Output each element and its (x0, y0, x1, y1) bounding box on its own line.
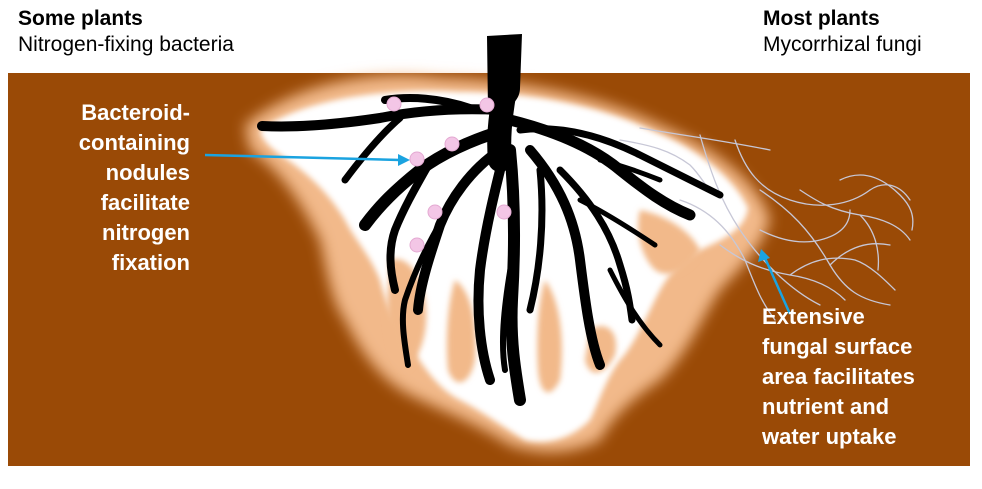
header-left-title: Some plants (18, 7, 143, 30)
nodule (496, 204, 512, 220)
mycorrhizal-hyphae (619, 127, 914, 321)
bacteroid-nodules (386, 96, 512, 253)
arrow-to-hyphae (763, 257, 792, 315)
callout-line: nitrogen (102, 220, 190, 245)
callout-line: Extensive (762, 304, 865, 329)
header-right: Most plants Mycorrhizal fungi (763, 6, 922, 58)
callout-line: nutrient and (762, 394, 890, 419)
fungal-callout: Extensive fungal surface area facilitate… (762, 302, 972, 452)
callout-arrows (204, 153, 792, 315)
root-system (257, 34, 724, 406)
arrow-head (758, 249, 770, 262)
arrow-head (398, 154, 410, 166)
header-right-subtitle: Mycorrhizal fungi (763, 33, 922, 56)
nodule (386, 96, 402, 112)
nodule (409, 237, 425, 253)
callout-line: water uptake (762, 424, 897, 449)
nodule (479, 97, 495, 113)
callout-line: nodules (105, 160, 190, 185)
header-right-title: Most plants (763, 7, 880, 30)
callout-line: Bacteroid- (81, 100, 190, 125)
callout-line: fixation (111, 250, 190, 275)
nodule (427, 204, 443, 220)
callout-line: area facilitates (762, 364, 915, 389)
callout-line: fungal surface (762, 334, 913, 359)
arrow-to-nodules (204, 153, 401, 162)
callout-line: facilitate (100, 190, 190, 215)
callout-line: containing (78, 130, 190, 155)
header-left: Some plants Nitrogen-fixing bacteria (18, 6, 234, 58)
nodule-callout: Bacteroid- containing nodules facilitate… (30, 98, 190, 278)
nodule (409, 151, 425, 167)
nodule (444, 136, 460, 152)
header-left-subtitle: Nitrogen-fixing bacteria (18, 33, 234, 56)
